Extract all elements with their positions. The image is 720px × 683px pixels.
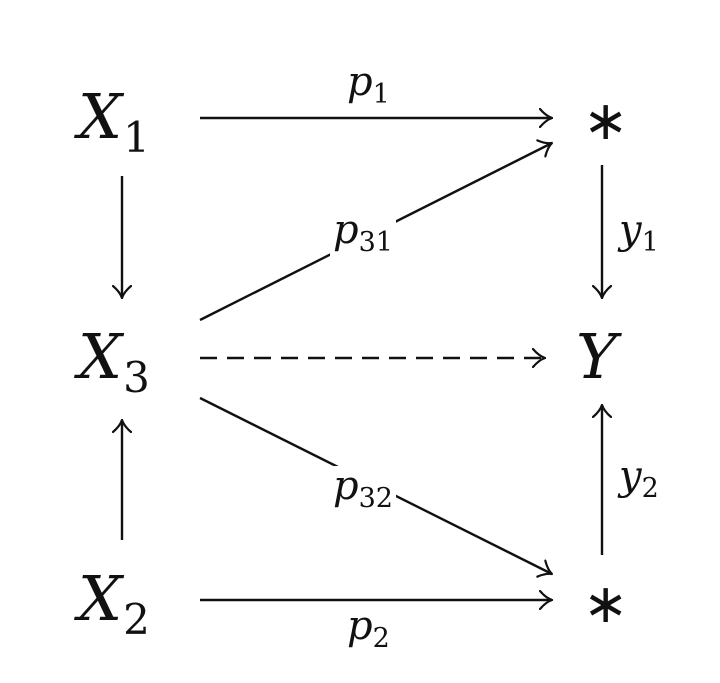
label-p32-sub: 32 bbox=[358, 483, 393, 514]
node-x1: X1 bbox=[78, 86, 150, 159]
label-y1-sub: 1 bbox=[641, 227, 659, 258]
label-p31: p31 bbox=[330, 210, 396, 256]
label-y2-base: y bbox=[619, 453, 642, 499]
label-p32-base: p bbox=[333, 463, 359, 509]
label-p1: p1 bbox=[344, 62, 393, 108]
node-x2-sub: 2 bbox=[123, 595, 150, 644]
node-x1-sub: 1 bbox=[123, 113, 150, 162]
label-p31-base: p bbox=[333, 207, 359, 253]
label-y2: y2 bbox=[616, 456, 662, 502]
node-top-star: ∗ bbox=[583, 89, 629, 152]
node-y: Y bbox=[576, 326, 617, 388]
node-x3-base: X bbox=[78, 320, 123, 393]
label-y1-base: y bbox=[619, 207, 642, 253]
label-y1: y1 bbox=[616, 210, 662, 256]
node-x2: X2 bbox=[78, 568, 150, 641]
node-x1-base: X bbox=[78, 80, 123, 153]
node-x3: X3 bbox=[78, 326, 150, 399]
node-y-base: Y bbox=[576, 320, 617, 393]
label-p1-sub: 1 bbox=[372, 79, 390, 110]
label-p2-sub: 2 bbox=[372, 623, 390, 654]
label-p32: p32 bbox=[330, 466, 396, 512]
node-x3-sub: 3 bbox=[123, 353, 150, 402]
node-x2-base: X bbox=[78, 562, 123, 635]
label-y2-sub: 2 bbox=[641, 473, 659, 504]
label-p2-base: p bbox=[347, 603, 373, 649]
label-p2: p2 bbox=[344, 606, 393, 652]
label-p31-sub: 31 bbox=[358, 227, 393, 258]
label-p1-base: p bbox=[347, 59, 373, 105]
node-bottom-star: ∗ bbox=[583, 572, 629, 635]
